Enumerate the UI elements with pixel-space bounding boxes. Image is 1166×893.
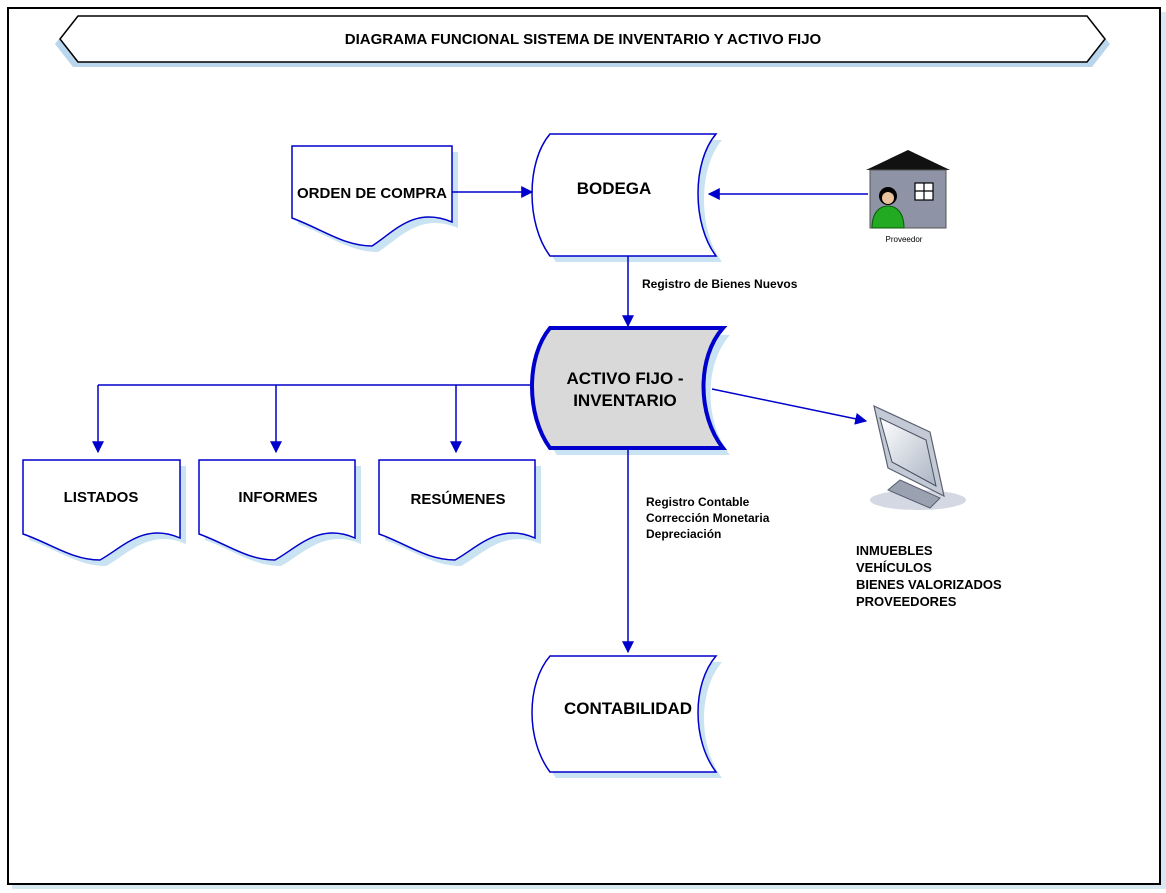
listados-label: LISTADOS (64, 489, 139, 506)
orden-compra-box (291, 145, 453, 247)
contable-label-2: Corrección Monetaria (646, 511, 770, 525)
proveedor-person-icon (871, 187, 905, 229)
diagram-title: DIAGRAMA FUNCIONAL SISTEMA DE INVENTARIO… (345, 31, 822, 48)
contable-label-3: Depreciación (646, 527, 721, 541)
contable-label-1: Registro Contable (646, 495, 750, 509)
title-banner (59, 15, 1106, 63)
orden-compra-label: ORDEN DE COMPRA (297, 185, 447, 202)
contabilidad-label: CONTABILIDAD (564, 699, 692, 718)
bodega-label: BODEGA (577, 179, 652, 198)
monitor-icon (870, 404, 966, 510)
activo-fijo-label-2: INVENTARIO (573, 391, 677, 410)
activo-fijo-box (530, 326, 728, 450)
listados-box (22, 459, 181, 561)
contabilidad-box (531, 655, 718, 773)
bodega-box (531, 133, 718, 257)
resumenes-label: RESÚMENES (410, 490, 505, 508)
monitor-list-item-1: INMUEBLES (856, 543, 933, 558)
proveedor-label: Proveedor (886, 235, 923, 244)
monitor-list-item-3: BIENES VALORIZADOS (856, 577, 1002, 592)
resumenes-box (378, 459, 536, 561)
registro-bienes-label: Registro de Bienes Nuevos (642, 277, 798, 291)
monitor-list-item-4: PROVEEDORES (856, 594, 957, 609)
informes-box (198, 459, 356, 561)
arrow-activo-to-monitor (711, 388, 868, 425)
monitor-list-item-2: VEHÍCULOS (856, 560, 932, 575)
informes-label: INFORMES (238, 489, 317, 506)
activo-fijo-label-1: ACTIVO FIJO - (566, 369, 683, 388)
